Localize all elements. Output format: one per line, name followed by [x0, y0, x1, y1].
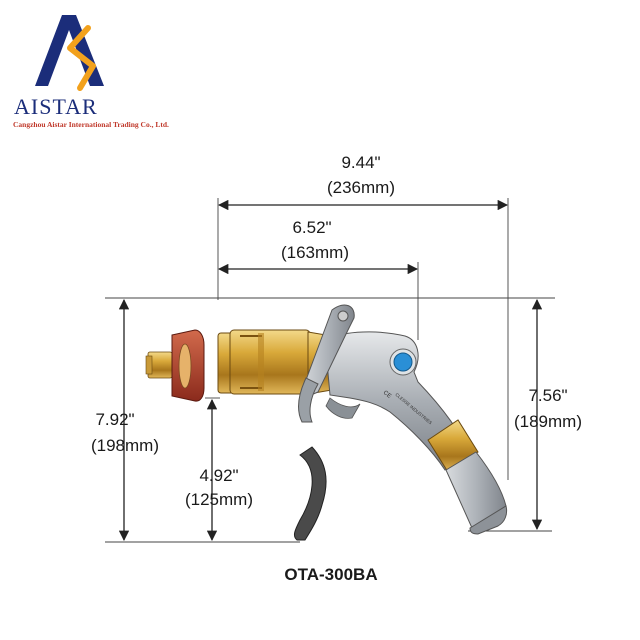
nozzle-illustration: CE CLESSE INDUSTRIES	[145, 304, 508, 541]
total-height-inches: 7.92"	[95, 410, 134, 429]
company-logo: AISTAR Cangzhou Aistar International Tra…	[13, 15, 169, 129]
handle-height-mm: (125mm)	[185, 490, 253, 509]
model-number: OTA-300BA	[284, 565, 377, 584]
body-length-mm: (163mm)	[281, 243, 349, 262]
release-button-icon	[393, 352, 413, 372]
logo-mark-icon	[35, 15, 104, 91]
handle-height-inches: 4.92"	[199, 466, 238, 485]
nozzle-height-inches: 7.56"	[528, 386, 567, 405]
overall-length-inches: 9.44"	[341, 153, 380, 172]
dimension-labels: 9.44" (236mm) 6.52" (163mm) 7.92" (198mm…	[91, 153, 582, 509]
brass-coupling	[217, 329, 333, 395]
nozzle-height-mm: (189mm)	[514, 412, 582, 431]
logo-tagline: Cangzhou Aistar International Trading Co…	[13, 120, 169, 129]
aluminium-body: CE CLESSE INDUSTRIES	[324, 331, 471, 471]
nozzle-tip	[427, 419, 508, 535]
hose	[293, 446, 327, 541]
red-cap	[145, 329, 205, 402]
body-marking-ce: CE	[382, 390, 392, 400]
total-height-mm: (198mm)	[91, 436, 159, 455]
lever-trigger	[298, 304, 361, 423]
dimension-lines	[118, 199, 543, 542]
logo-brand-name: AISTAR	[14, 94, 98, 119]
body-length-inches: 6.52"	[292, 218, 331, 237]
overall-length-mm: (236mm)	[327, 178, 395, 197]
